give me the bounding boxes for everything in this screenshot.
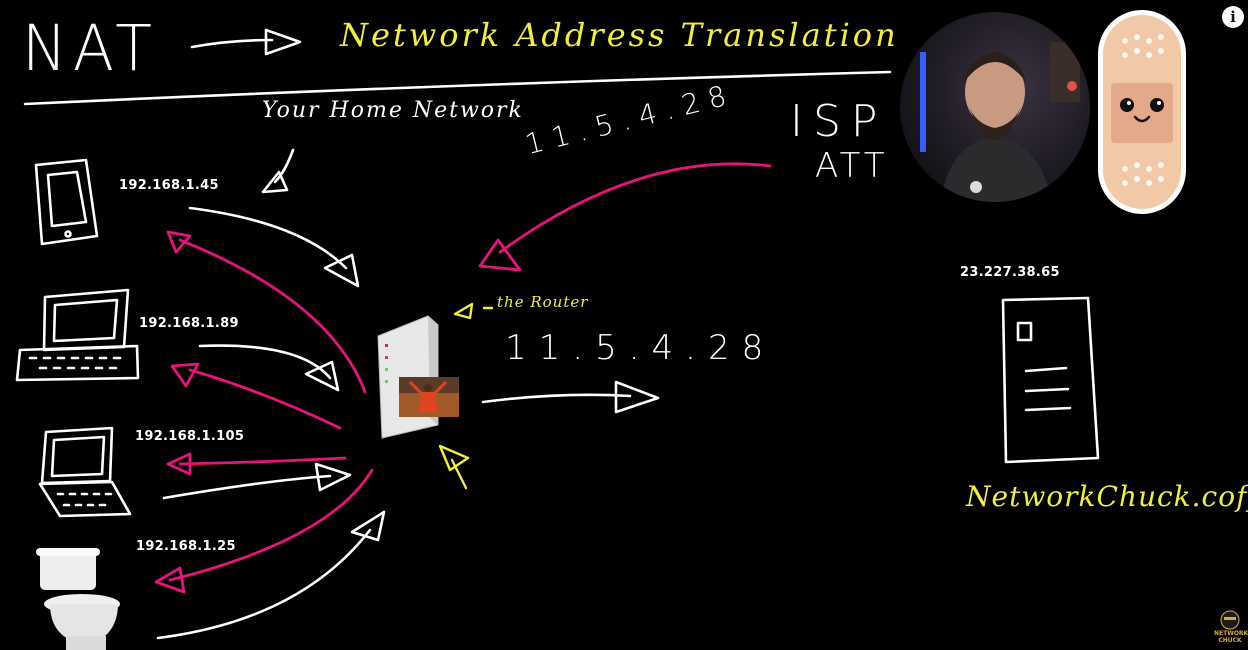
- router-label-arrow: [453, 302, 474, 320]
- channel-watermark[interactable]: NETWORK CHUCK: [1214, 608, 1248, 648]
- info-icon[interactable]: i: [1222, 6, 1244, 28]
- web-server-device: [1001, 296, 1100, 464]
- bandage-face-icon: [1111, 34, 1173, 186]
- title-full-name: Network Address Translation: [340, 16, 899, 54]
- laptop-device-1: [15, 288, 140, 382]
- title-arrow: [190, 38, 274, 49]
- arrow-laptop2-out: [162, 474, 332, 500]
- router-label: the Router: [497, 293, 589, 311]
- server-domain-label: NetworkChuck.coffee: [966, 480, 1248, 513]
- device-ip-label-laptop-2: 192.168.1.105: [135, 429, 245, 444]
- server-ip-label: 23.227.38.65: [960, 265, 1060, 280]
- isp-name-label: ATT: [815, 146, 889, 186]
- isp-label: ISP: [790, 96, 888, 147]
- home-network-arrow: [273, 148, 295, 184]
- arrow-toilet-out: [156, 528, 372, 640]
- channel-logo-icon: [1220, 610, 1240, 630]
- arrow-router-out: [481, 393, 632, 404]
- public-ip-router-label: 11.5.4.28: [505, 328, 776, 368]
- watermark-text: NETWORK CHUCK: [1214, 630, 1248, 644]
- arrow-router-to-toilet: [168, 468, 374, 582]
- presenter-image: [920, 42, 1080, 202]
- arrow-router-to-tablet: [178, 238, 367, 394]
- info-icon-glyph: i: [1230, 8, 1236, 26]
- arrow-laptop1-out: [198, 344, 332, 380]
- home-network-arrow-head: [261, 170, 289, 194]
- arrow-isp-to-router: [498, 162, 772, 254]
- router-pointer-arrow: [450, 458, 468, 490]
- device-ip-label-tablet: 192.168.1.45: [119, 178, 219, 193]
- router-device: [377, 315, 459, 439]
- home-network-label: Your Home Network: [262, 98, 524, 123]
- title-arrow-head: [264, 28, 302, 56]
- arrow-tablet-out: [188, 206, 348, 270]
- arrow-router-to-laptop2: [178, 456, 347, 466]
- title-underline: [23, 70, 892, 106]
- arrow-router-to-laptop1: [188, 368, 342, 430]
- toilet-device: [36, 548, 120, 650]
- title-abbreviation: NAT: [22, 12, 158, 86]
- device-ip-label-toilet: 192.168.1.25: [136, 539, 236, 554]
- device-ip-label-laptop-1: 192.168.1.89: [139, 316, 239, 331]
- presenter-webcam: [900, 12, 1090, 202]
- bandage-sticker: [1098, 10, 1186, 214]
- tablet-device: [34, 158, 99, 246]
- laptop-device-2: [38, 426, 132, 518]
